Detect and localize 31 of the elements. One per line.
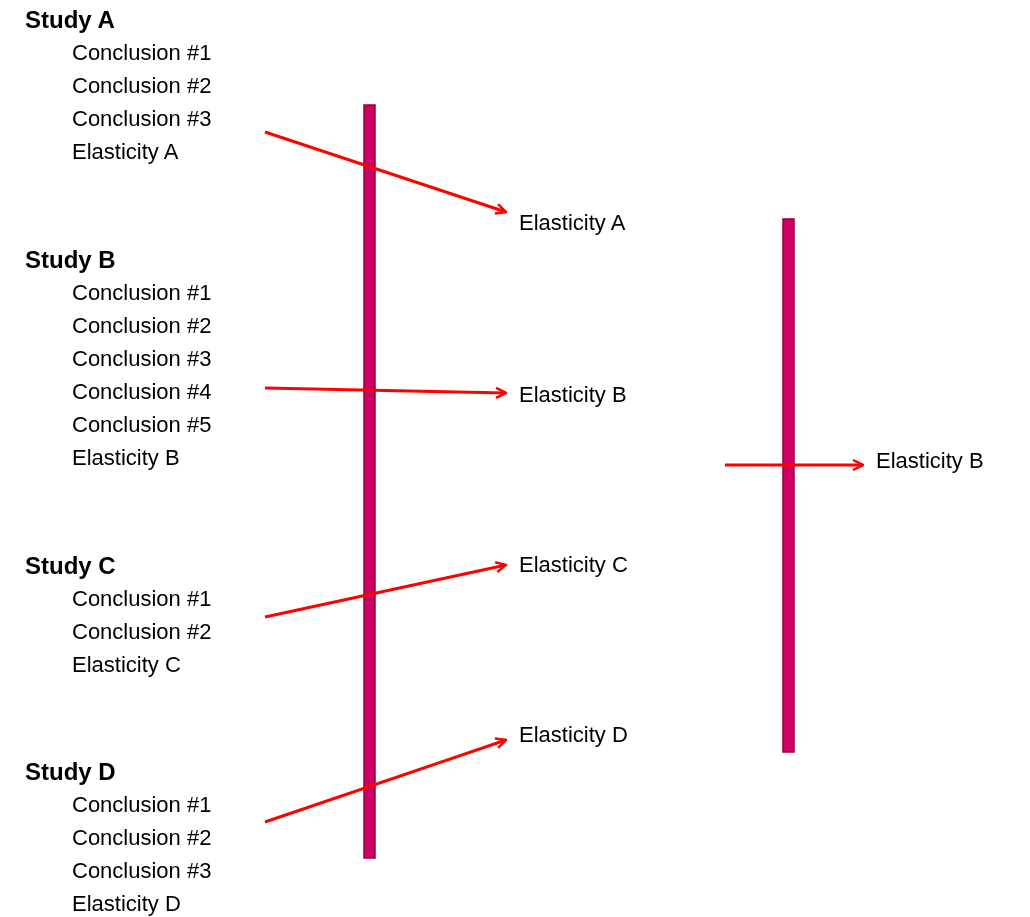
list-item: Elasticity C bbox=[72, 651, 181, 679]
result-label: Elasticity B bbox=[876, 444, 984, 477]
result-label: Elasticity A bbox=[519, 206, 626, 239]
result-label: Elasticity C bbox=[519, 548, 628, 581]
study-heading: Study D bbox=[25, 757, 116, 787]
list-item: Conclusion #2 bbox=[72, 618, 212, 646]
arrow bbox=[264, 130, 508, 215]
result-label: Elasticity D bbox=[519, 718, 628, 751]
list-item: Conclusion #1 bbox=[72, 585, 212, 613]
list-item: Conclusion #5 bbox=[72, 411, 212, 439]
arrow bbox=[264, 737, 508, 824]
list-item: Conclusion #1 bbox=[72, 279, 212, 307]
list-item: Conclusion #2 bbox=[72, 72, 212, 100]
arrow bbox=[264, 560, 508, 619]
list-item: Conclusion #1 bbox=[72, 791, 212, 819]
arrow bbox=[725, 458, 865, 472]
list-item: Elasticity B bbox=[72, 444, 180, 472]
list-item: Conclusion #3 bbox=[72, 345, 212, 373]
list-item: Conclusion #2 bbox=[72, 824, 212, 852]
list-item: Conclusion #4 bbox=[72, 378, 212, 406]
arrow bbox=[264, 386, 508, 400]
study-heading: Study C bbox=[25, 551, 116, 581]
list-item: Conclusion #1 bbox=[72, 39, 212, 67]
list-item: Conclusion #2 bbox=[72, 312, 212, 340]
result-label: Elasticity B bbox=[519, 378, 627, 411]
list-item: Elasticity A bbox=[72, 138, 179, 166]
list-item: Elasticity D bbox=[72, 890, 181, 917]
study-heading: Study A bbox=[25, 5, 115, 35]
list-item: Conclusion #3 bbox=[72, 857, 212, 885]
list-item: Conclusion #3 bbox=[72, 105, 212, 133]
study-heading: Study B bbox=[25, 245, 116, 275]
